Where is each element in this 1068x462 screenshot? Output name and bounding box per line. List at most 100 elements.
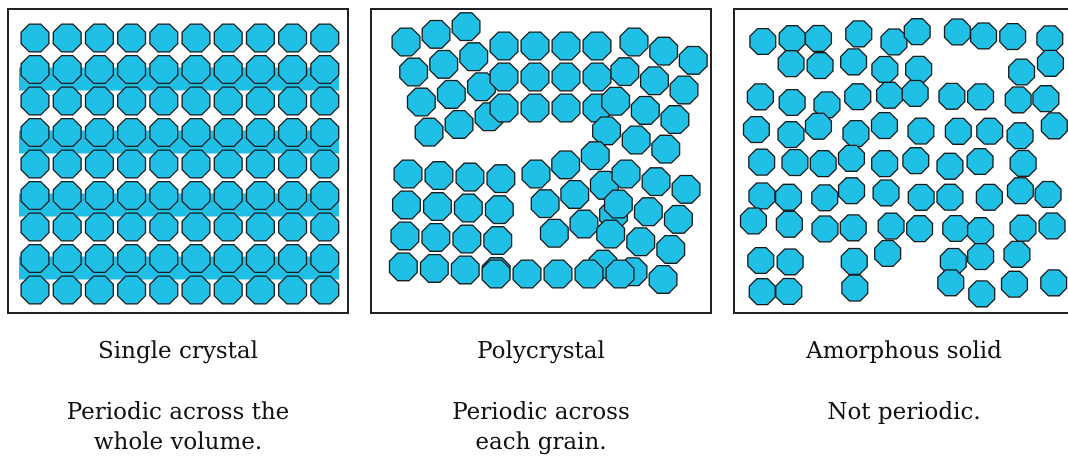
atom xyxy=(213,275,243,305)
atom xyxy=(213,86,243,116)
atom xyxy=(310,149,340,179)
atom xyxy=(969,22,998,50)
atom xyxy=(1038,212,1066,240)
atom xyxy=(20,275,50,305)
atom xyxy=(213,117,243,148)
atom xyxy=(778,88,806,117)
atom xyxy=(278,86,308,116)
atom xyxy=(181,149,211,179)
atom xyxy=(390,221,420,251)
atom xyxy=(489,62,519,92)
atom xyxy=(451,12,481,42)
atom xyxy=(551,93,581,123)
atom xyxy=(746,83,774,111)
atom xyxy=(213,180,243,211)
atom xyxy=(539,218,569,248)
atom xyxy=(669,75,699,105)
atom xyxy=(489,31,519,61)
single-crystal-atoms xyxy=(19,23,340,305)
amorphous-solid-atoms xyxy=(739,18,1068,308)
atom xyxy=(842,119,870,148)
atom xyxy=(749,27,777,56)
atom xyxy=(117,86,147,116)
atom xyxy=(52,180,82,211)
atom xyxy=(811,215,839,243)
atom xyxy=(444,109,474,139)
atom xyxy=(656,234,686,264)
atom xyxy=(903,18,931,46)
atom xyxy=(1040,269,1068,297)
atom xyxy=(84,86,114,116)
atom xyxy=(52,149,82,179)
atom xyxy=(776,248,804,276)
atom xyxy=(804,112,833,140)
amorphous-solid-diagram xyxy=(733,8,1068,314)
atom xyxy=(20,149,50,179)
atom xyxy=(310,243,340,274)
atom xyxy=(149,243,179,274)
atom xyxy=(551,150,581,180)
atom xyxy=(393,159,423,189)
atom xyxy=(806,52,834,80)
atom xyxy=(569,209,599,239)
atom xyxy=(605,259,635,289)
atom xyxy=(1003,240,1031,268)
atom xyxy=(1006,122,1034,150)
atom xyxy=(968,280,996,308)
single-crystal-diagram xyxy=(7,8,349,314)
atom xyxy=(52,243,82,274)
atom xyxy=(278,212,308,242)
atom xyxy=(213,212,243,242)
atom xyxy=(840,247,868,276)
atom xyxy=(678,45,708,75)
atom xyxy=(20,180,50,211)
atom xyxy=(880,28,908,56)
atom xyxy=(117,117,147,148)
atom xyxy=(483,226,513,256)
atom xyxy=(966,83,995,111)
atom xyxy=(747,246,775,275)
atom xyxy=(619,27,649,57)
atom xyxy=(84,23,114,53)
atom xyxy=(560,179,590,209)
atom xyxy=(310,86,340,116)
atom xyxy=(436,79,466,109)
atom xyxy=(871,55,899,84)
atom xyxy=(839,214,867,242)
atom xyxy=(748,182,776,210)
atom xyxy=(778,25,806,53)
atom xyxy=(20,54,50,85)
atom xyxy=(310,180,340,211)
atom xyxy=(52,86,82,116)
atom xyxy=(875,81,904,109)
atom xyxy=(84,54,114,85)
atom xyxy=(181,86,211,116)
atom xyxy=(626,227,656,257)
atom xyxy=(601,86,631,116)
atom xyxy=(936,152,964,180)
atom xyxy=(149,117,179,148)
atom xyxy=(52,54,82,85)
atom xyxy=(117,243,147,274)
atom xyxy=(245,180,275,211)
atom xyxy=(421,19,451,49)
atom xyxy=(976,117,1004,145)
atom xyxy=(966,217,995,245)
atom xyxy=(20,243,50,274)
atom xyxy=(877,212,905,240)
atom xyxy=(245,54,275,85)
atom xyxy=(872,179,900,207)
atom xyxy=(455,162,485,192)
atom xyxy=(52,212,82,242)
atom xyxy=(84,243,114,274)
atom xyxy=(181,212,211,242)
atom xyxy=(245,243,275,274)
atom xyxy=(450,255,480,285)
atom xyxy=(937,269,965,297)
atom xyxy=(453,193,483,223)
atom xyxy=(213,23,243,53)
single-crystal-title: Single crystal xyxy=(98,338,258,364)
atom xyxy=(149,23,179,53)
atom xyxy=(967,242,995,271)
atom xyxy=(149,86,179,116)
